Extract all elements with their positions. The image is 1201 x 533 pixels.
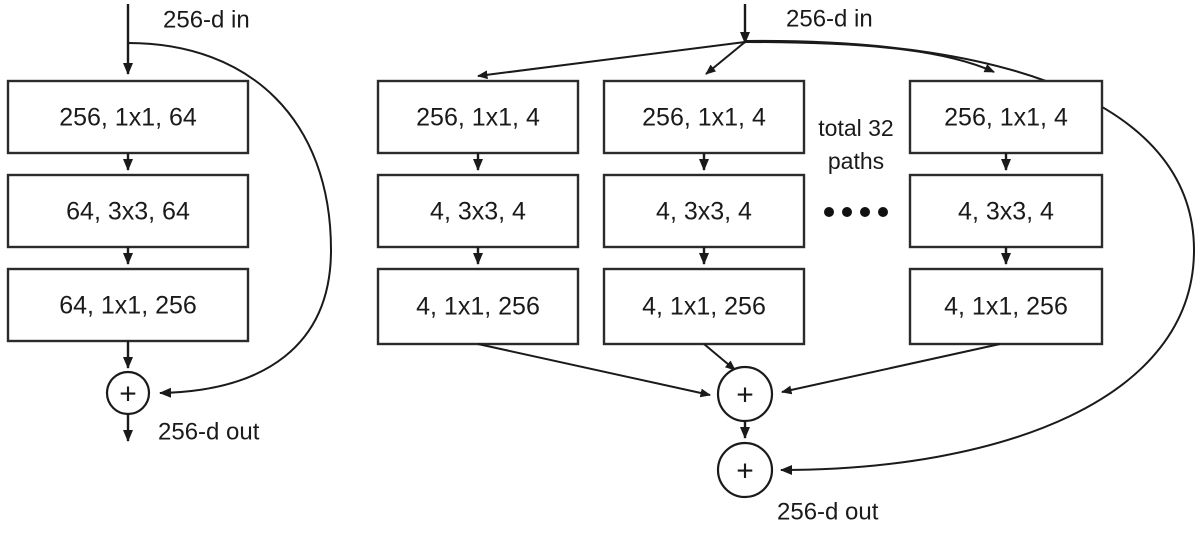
right-fanout-to-branch-2 [705,41,746,75]
paths-note-line-1: total 32 [818,115,893,141]
left-output-label: 256-d out [158,418,260,445]
branch-2-layer-box-3[interactable] [602,267,806,346]
left-skip-connection [127,42,333,398]
branch-2-layer-label-3: 4, 1x1, 256 [642,293,766,321]
right-block-group: 256, 1x1, 4 4, 3x3, 4 4, 1x1, 256 256, 1… [376,4,1196,525]
left-layer-label-1: 256, 1x1, 64 [59,104,197,132]
left-input-label: 256-d in [163,6,250,33]
right-input-label: 256-d in [786,5,873,32]
branch-32-layer-label-3: 4, 1x1, 256 [944,293,1068,321]
branch-32-layer-label-2: 4, 3x3, 4 [958,198,1054,226]
right-fanout-to-branch-1 [477,41,746,80]
branch-2-merge-line [703,343,736,371]
right-sum-node-shortcut[interactable] [716,441,774,499]
branch-2-layer-label-1: 256, 1x1, 4 [642,104,766,132]
left-layer-box-1[interactable] [6,79,250,155]
branch-1-layer-label-1: 256, 1x1, 4 [416,104,540,132]
left-layer-box-2[interactable] [6,173,250,249]
branch-32-layer-label-1: 256, 1x1, 4 [944,104,1068,132]
branch-1-layer-box-2[interactable] [376,173,580,249]
ellipsis-dots-icon [824,207,888,217]
right-output-label: 256-d out [777,498,879,525]
branch-32-layer-box-2[interactable] [908,173,1104,249]
right-sum-symbol-shortcut: + [736,455,754,488]
left-layer-label-3: 64, 1x1, 256 [59,292,197,320]
left-sum-symbol: + [119,378,137,411]
branch-32-merge-line [781,343,1001,395]
branch-32-layer-box-3[interactable] [908,267,1104,346]
right-sum-symbol-paths: + [736,379,754,412]
paths-note-line-2: paths [828,148,884,174]
branch-1-layer-label-3: 4, 1x1, 256 [416,293,540,321]
left-layer-label-2: 64, 3x3, 64 [66,198,190,226]
left-layer-box-3[interactable] [6,267,250,343]
branch-2-layer-label-2: 4, 3x3, 4 [656,198,752,226]
branch-1-layer-label-2: 4, 3x3, 4 [430,198,526,226]
branch-1-merge-line [477,343,711,398]
right-bypass-connection [744,39,1196,475]
left-block-group: 256, 1x1, 64 64, 3x3, 64 64, 1x1, 256 + … [6,4,333,445]
